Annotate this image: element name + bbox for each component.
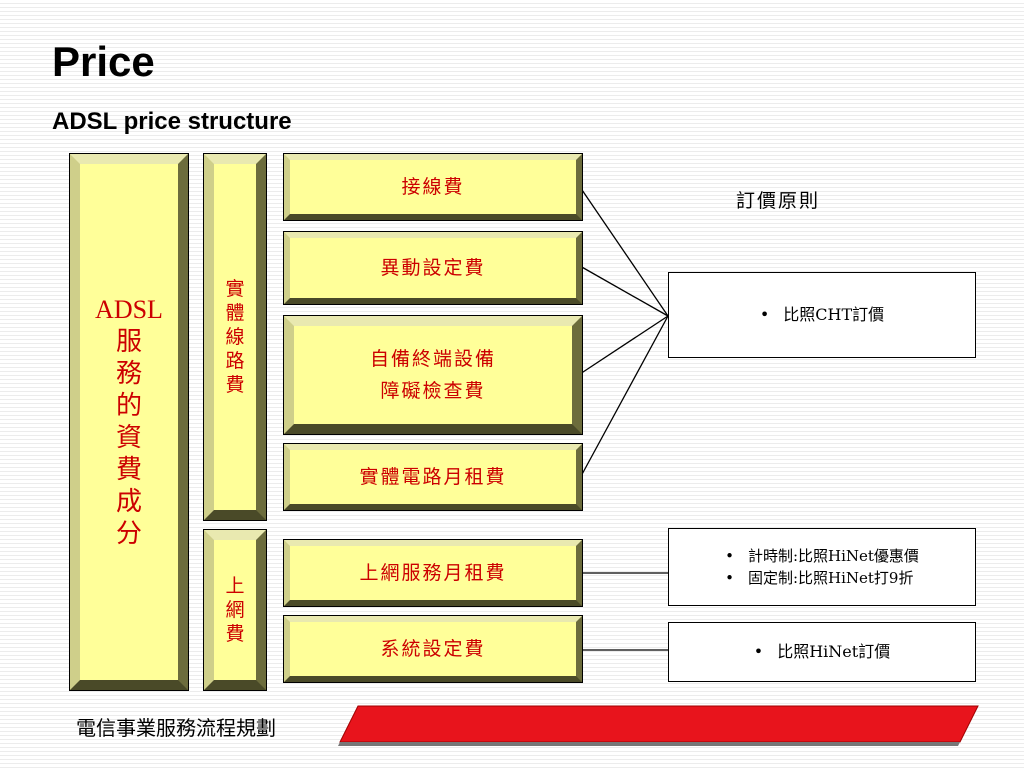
note-list-cht: • 比照CHT訂價 — [760, 304, 884, 326]
physical-line-fee-label: 實 體 線 路 費 — [225, 278, 245, 396]
fee-box-connection: 接線費 — [283, 153, 583, 221]
note-item: • 計時制:比照HiNet優惠價 — [725, 545, 919, 567]
note-item: • 固定制:比照HiNet打9折 — [725, 567, 919, 589]
bullet-icon: • — [725, 569, 734, 587]
note-text: 計時制:比照HiNet優惠價 — [747, 547, 919, 565]
connector-line — [579, 315, 669, 479]
connector-line — [579, 315, 669, 375]
footer-bar-shadow — [338, 742, 960, 746]
fee-label-equipment-inspection: 自備終端設備 障礙檢查費 — [369, 348, 496, 402]
adsl-cost-components-box: ADSL 服 務 的 資 費 成 分 — [69, 153, 189, 691]
online-fee-group: 上 網 費 — [203, 529, 267, 691]
connector-line — [579, 265, 669, 317]
bullet-icon: • — [753, 642, 764, 661]
bullet-icon: • — [759, 305, 770, 324]
pricing-principle-heading: 訂價原則 — [736, 190, 821, 212]
note-text: 比照HiNet訂價 — [777, 642, 891, 661]
fee-label-change-setting: 異動設定費 — [380, 257, 486, 279]
footer-text: 電信事業服務流程規劃 — [76, 716, 276, 740]
note-text: 固定制:比照HiNet打9折 — [747, 569, 914, 587]
fee-label-circuit-monthly: 實體電路月租費 — [359, 466, 507, 488]
fee-label-system-setting: 系統設定費 — [380, 638, 486, 660]
note-text: 比照CHT訂價 — [783, 305, 885, 324]
note-item: • 比照HiNet訂價 — [754, 641, 890, 663]
note-list-hinet: • 比照HiNet訂價 — [754, 641, 890, 663]
footer-bar — [339, 705, 979, 743]
connector-line — [579, 186, 669, 317]
bullet-icon: • — [725, 547, 734, 565]
note-list-hinet-discount: • 計時制:比照HiNet優惠價 • 固定制:比照HiNet打9折 — [725, 545, 919, 589]
fee-label-online-monthly: 上網服務月租費 — [359, 562, 507, 584]
note-box-cht: • 比照CHT訂價 — [668, 272, 976, 358]
adsl-cost-components-label: ADSL 服 務 的 資 費 成 分 — [95, 295, 163, 548]
note-box-hinet: • 比照HiNet訂價 — [668, 622, 976, 682]
fee-box-system-setting: 系統設定費 — [283, 615, 583, 683]
slide-title: Price — [52, 38, 155, 85]
fee-box-circuit-monthly: 實體電路月租費 — [283, 443, 583, 511]
fee-box-equipment-inspection: 自備終端設備 障礙檢查費 — [283, 315, 583, 435]
fee-box-change-setting: 異動設定費 — [283, 231, 583, 305]
note-box-hinet-discount: • 計時制:比照HiNet優惠價 • 固定制:比照HiNet打9折 — [668, 528, 976, 606]
note-item: • 比照CHT訂價 — [760, 304, 884, 326]
slide-subtitle: ADSL price structure — [52, 108, 292, 135]
online-fee-label: 上 網 費 — [225, 575, 245, 645]
physical-line-fee-group: 實 體 線 路 費 — [203, 153, 267, 521]
fee-label-connection: 接線費 — [401, 176, 465, 198]
fee-box-online-monthly: 上網服務月租費 — [283, 539, 583, 607]
